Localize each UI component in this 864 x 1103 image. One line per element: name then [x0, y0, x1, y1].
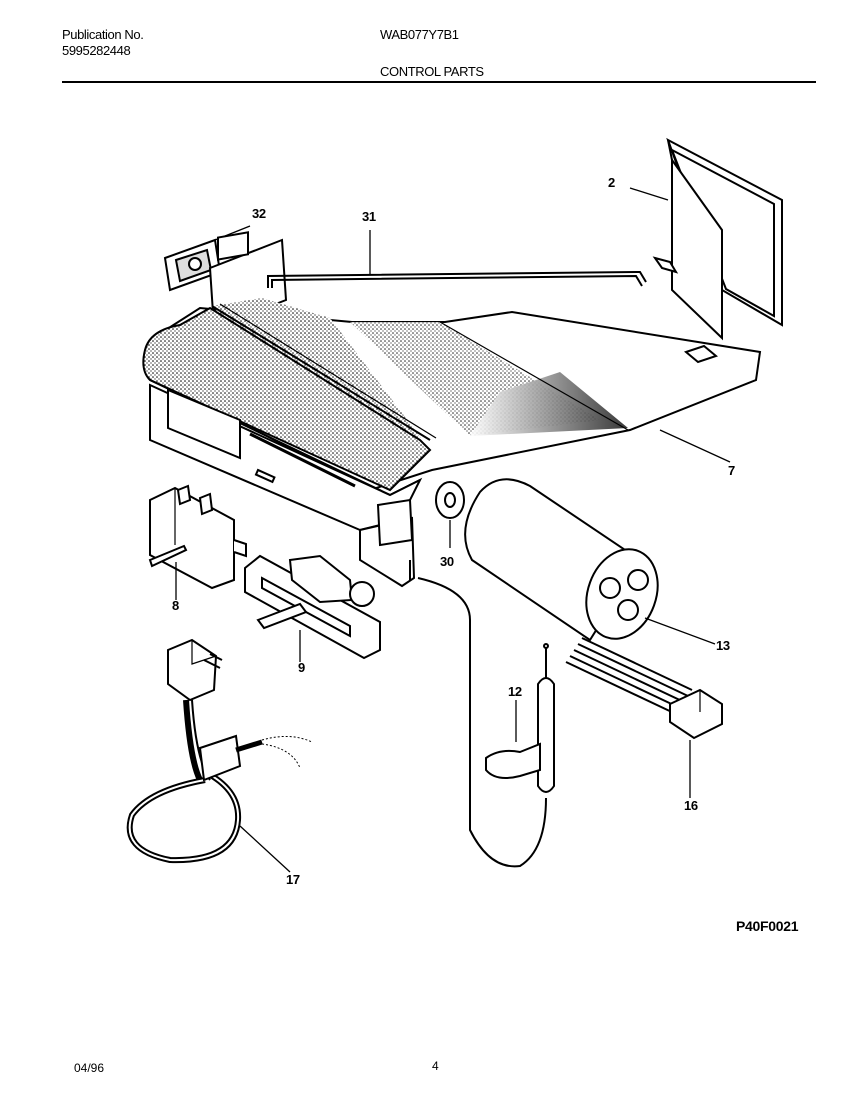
callout-17: 17 — [286, 872, 300, 887]
callout-13: 13 — [716, 638, 730, 653]
callout-16: 16 — [684, 798, 698, 813]
publication-number: 5995282448 — [62, 43, 131, 58]
header-rule — [62, 81, 816, 83]
part-16-wire-connector — [565, 637, 723, 798]
part-17-power-cord — [126, 638, 313, 873]
callout-12: 12 — [508, 684, 522, 699]
part-2-filter-frame — [629, 137, 783, 341]
footer-date: 04/96 — [74, 1061, 105, 1075]
callout-30: 30 — [440, 554, 454, 569]
callout-9: 9 — [298, 660, 305, 675]
part-30-washer — [435, 481, 465, 548]
callout-8: 8 — [172, 598, 179, 613]
page-number: 4 — [432, 1059, 439, 1073]
publication-label: Publication No. — [62, 27, 144, 42]
part-31-rod — [267, 230, 647, 288]
part-9-switch-assembly — [244, 554, 381, 662]
figure-code: P40F0021 — [736, 918, 799, 934]
part-7-control-panel — [142, 298, 762, 588]
section-title: CONTROL PARTS — [380, 64, 484, 79]
part-8-selector-switch — [148, 484, 247, 600]
model-number: WAB077Y7B1 — [380, 27, 459, 42]
callout-32: 32 — [252, 206, 266, 221]
callout-31: 31 — [362, 209, 376, 224]
callout-2: 2 — [608, 175, 615, 190]
callout-7: 7 — [728, 463, 735, 478]
part-12-sensor — [409, 560, 555, 868]
part-13-capacitor — [464, 478, 716, 645]
